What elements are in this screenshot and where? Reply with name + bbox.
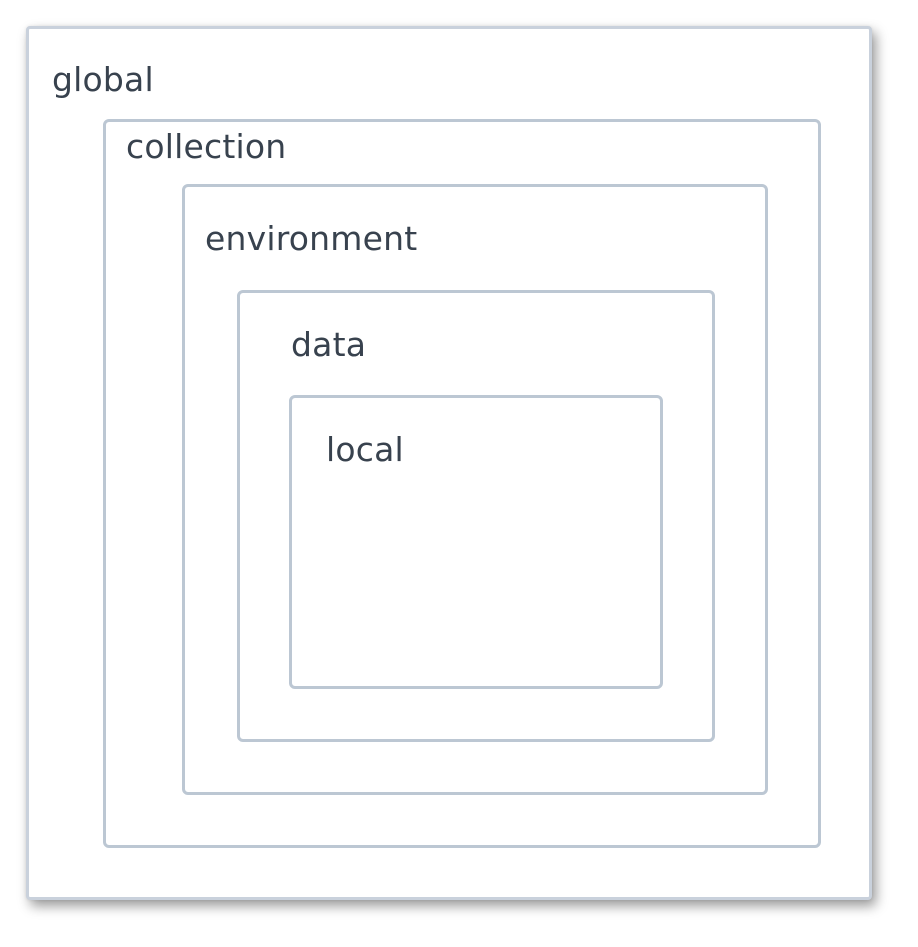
local-scope-label: local (326, 430, 404, 469)
local-scope-box (289, 395, 663, 689)
global-scope-label: global (52, 60, 154, 99)
collection-scope-label: collection (126, 127, 287, 166)
data-scope-label: data (291, 325, 367, 364)
environment-scope-label: environment (205, 219, 418, 258)
